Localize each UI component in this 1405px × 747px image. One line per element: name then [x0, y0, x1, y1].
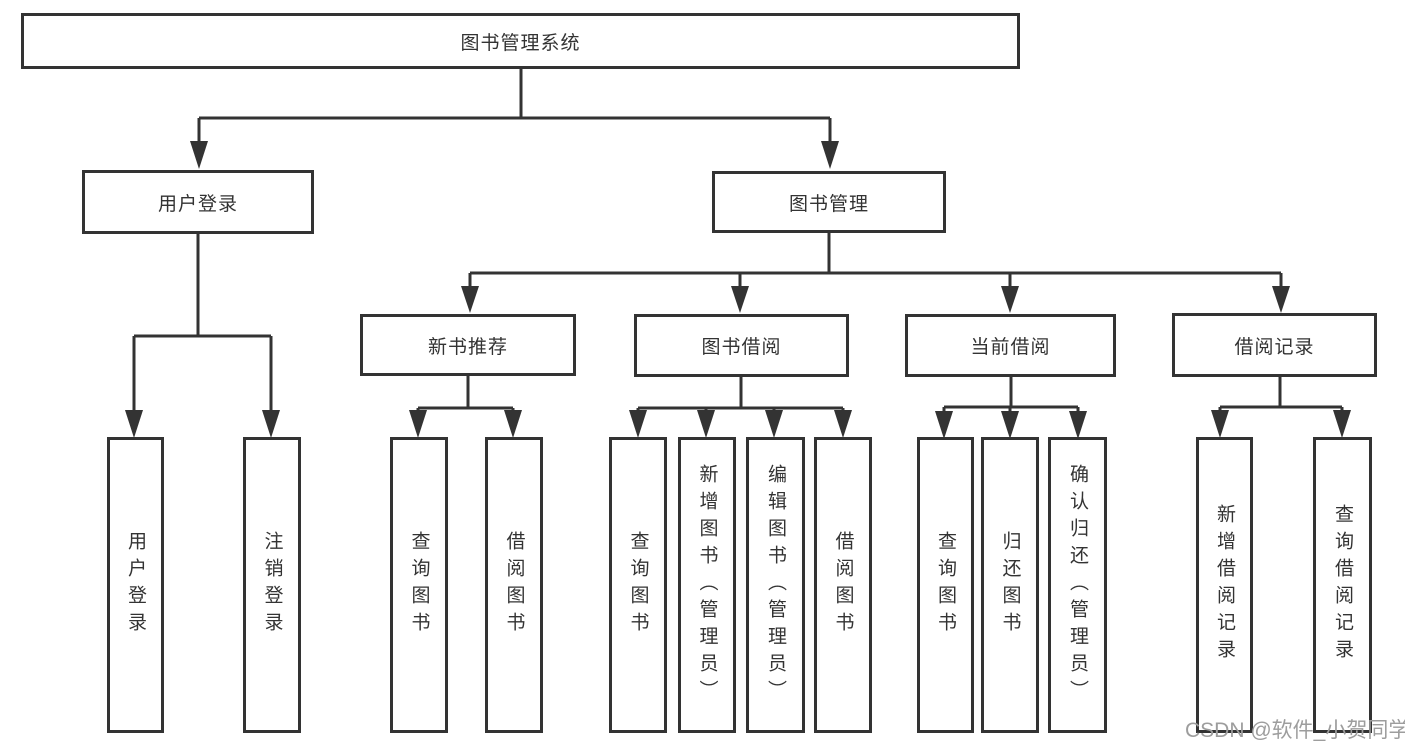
leaf-query-books-recommend: 查询图书 [390, 437, 448, 733]
leaf-return-books: 归还图书 [981, 437, 1039, 733]
leaf-edit-books-admin: 编辑图书（管理员） [746, 437, 805, 733]
node-new-book-recommendation: 新书推荐 [360, 314, 576, 376]
node-book-management: 图书管理 [712, 171, 946, 233]
node-book-borrowing: 图书借阅 [634, 314, 849, 377]
leaf-borrow-books-recommend: 借阅图书 [485, 437, 543, 733]
leaf-confirm-return-admin: 确认归还（管理员） [1048, 437, 1107, 733]
leaf-add-borrow-record: 新增借阅记录 [1196, 437, 1253, 733]
node-library-management-system: 图书管理系统 [21, 13, 1020, 69]
leaf-add-books-admin: 新增图书（管理员） [678, 437, 736, 733]
node-user-login-module: 用户登录 [82, 170, 314, 234]
leaf-query-borrow-record: 查询借阅记录 [1313, 437, 1372, 733]
leaf-query-books-borrow: 查询图书 [609, 437, 667, 733]
node-borrowing-records: 借阅记录 [1172, 313, 1377, 377]
leaf-borrow-books: 借阅图书 [814, 437, 872, 733]
leaf-query-books-current: 查询图书 [917, 437, 974, 733]
node-current-borrowing: 当前借阅 [905, 314, 1116, 377]
leaf-user-login: 用户登录 [107, 437, 164, 733]
leaf-logout: 注销登录 [243, 437, 301, 733]
csdn-watermark: CSDN @软件_小贺同学 [1185, 719, 1405, 742]
